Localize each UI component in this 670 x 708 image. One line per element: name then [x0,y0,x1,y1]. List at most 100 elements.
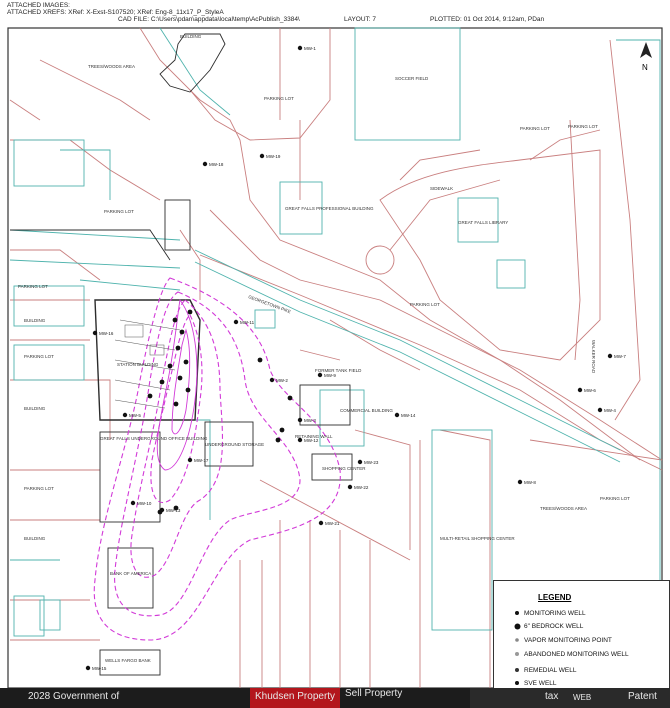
taskbar-item-khudsen[interactable]: Khudsen Property [255,691,336,702]
label-parking-lot-i: PARKING LOT [600,496,630,501]
monitoring-well-marker [347,484,353,490]
taskbar-item-patent[interactable]: Patent [628,691,657,702]
monitoring-well-marker [259,153,265,159]
well-label: MW-14 [401,413,416,418]
taskbar-item-sell-property[interactable]: Sell Property [345,688,403,699]
taskbar-highlight-2 [470,688,670,708]
building-outlines [10,33,353,676]
drawing-header: ATTACHED IMAGES: ATTACHED XREFS: XRef: X… [0,0,670,26]
taskbar-highlight [250,688,340,708]
monitoring-well-marker [597,407,603,413]
well-label: MW-2 [276,378,288,383]
sve-well-icon [515,681,519,685]
label-parking-lot-b: PARKING LOT [18,284,48,289]
well-label: MW-22 [354,485,369,490]
remedial-well-icon [515,668,519,672]
monitoring-well-marker [297,45,303,51]
plume-contours [93,277,341,641]
monitoring-well-marker [577,387,583,393]
site-well-cluster [147,309,293,515]
well-label: MW-18 [209,162,224,167]
well-label: MW-8 [524,480,536,485]
layout-label: LAYOUT: 7 [344,16,377,23]
well-label: MW-9 [324,373,336,378]
abandoned-well-icon [515,652,519,656]
well-label: MW-12 [304,438,319,443]
property-lines [9,27,663,688]
well-label: MW-7 [614,354,626,359]
label-building-top: BUILDING [180,34,202,39]
legend-item-bedrock-well: 6" BEDROCK WELL [514,623,583,630]
legend-item-remedial-well: REMEDIAL WELL [515,667,577,674]
well-label: MW-6 [584,388,596,393]
label-underground-office: GREAT FALLS UNDERGROUND OFFICE BUILDING [100,436,208,441]
taskbar-item-web[interactable]: WEB [573,693,592,702]
monitoring-well-marker [122,412,128,418]
label-parking-lot-c: PARKING LOT [24,354,54,359]
plotted-label: PLOTTED: 01 Oct 2014, 9:12am, PDan [430,16,545,23]
label-former-tank-field: FORMER TANK FIELD [315,368,362,373]
well-label: MW-16 [99,331,114,336]
monitoring-well-marker [357,459,363,465]
label-parking-lot-a: PARKING LOT [264,96,294,101]
monitoring-well-marker [297,437,303,443]
well-label: MW-13 [166,508,181,513]
label-great-falls-library: GREAT FALLS LIBRARY [458,220,508,225]
map-border [7,27,663,688]
taskbar: 2028 Government of Khudsen Property Sell… [0,688,670,708]
site-map: N [7,27,663,688]
monitoring-well-marker [130,500,136,506]
monitoring-well-marker [394,412,400,418]
label-multi-retail: MULTI-RETAIL SHOPPING CENTER [440,536,515,541]
label-walker-road: WALKER ROAD [591,340,596,374]
wells-layer: MW-1MW-18MW-19MW-7MW-4MW-6MW-8MW-22MW-23… [85,45,626,671]
monitoring-well-marker [202,161,208,167]
legend-item-sve-well: SVE WELL [515,680,557,687]
monitoring-well-marker [297,417,303,423]
north-label: N [642,63,648,72]
label-soccer-field: SOCCER FIELD [395,76,429,81]
label-building-left-2: BUILDING [24,406,46,411]
label-retaining-wall: RETAINING WALL [295,434,333,439]
label-sidewalk: SIDEWALK [430,186,453,191]
cad-file-label: CAD FILE: C:\Users\pdan\appdata\local\te… [118,16,300,23]
legend-title: LEGEND [538,593,572,602]
well-label: MW-4 [604,408,616,413]
monitoring-well-marker [233,319,239,325]
monitoring-well-marker [317,372,323,378]
monitoring-well-marker [92,330,98,336]
label-parking-lot-h: PARKING LOT [568,124,598,129]
taskbar-item-government[interactable]: 2028 Government of [28,691,120,702]
well-label: MW-10 [137,501,152,506]
vapor-point-icon [515,638,519,642]
label-great-falls-prof: GREAT FALLS PROFESSIONAL BUILDING [285,206,374,211]
legend-item-monitoring-well: MONITORING WELL [515,610,586,617]
well-label: MW-1 [304,46,316,51]
well-label: MW-19 [266,154,281,159]
label-bank-of-america: BANK OF AMERICA [110,571,151,576]
well-label: MW-3 [304,418,316,423]
label-parking-lot-f: PARKING LOT [410,302,440,307]
taskbar-item-tax[interactable]: tax [545,691,559,702]
well-label: MW-15 [92,666,107,671]
north-arrow-icon: N [640,42,652,72]
well-label: MW-17 [194,458,209,463]
attached-xrefs-label: ATTACHED XREFS: XRef: X-Exst-S107520; XR… [7,9,224,16]
plume-inner-contours [156,298,198,471]
label-wells-fargo: WELLS FARGO BANK [105,658,151,663]
label-shopping-center: SHOPPING CENTER [322,466,366,471]
label-trees-woods: TREES/WOODS AREA [88,64,135,69]
legend-item-vapor-point: VAPOR MONITORING POINT [515,637,612,644]
monitoring-well-marker [187,457,193,463]
label-building-left-3: BUILDING [24,536,46,541]
label-underground-storage: UNDERGROUND STORAGE [205,442,264,447]
monitoring-well-marker [269,377,275,383]
monitoring-well-marker [85,665,91,671]
monitoring-well-marker [517,479,523,485]
label-parking-lot-g: PARKING LOT [520,126,550,131]
label-building-left: BUILDING [24,318,46,323]
label-commercial-building: COMMERCIAL BUILDING [340,408,393,413]
attached-images-label: ATTACHED IMAGES: [7,2,70,9]
monitoring-well-marker [607,353,613,359]
well-label: MW-11 [240,320,255,325]
